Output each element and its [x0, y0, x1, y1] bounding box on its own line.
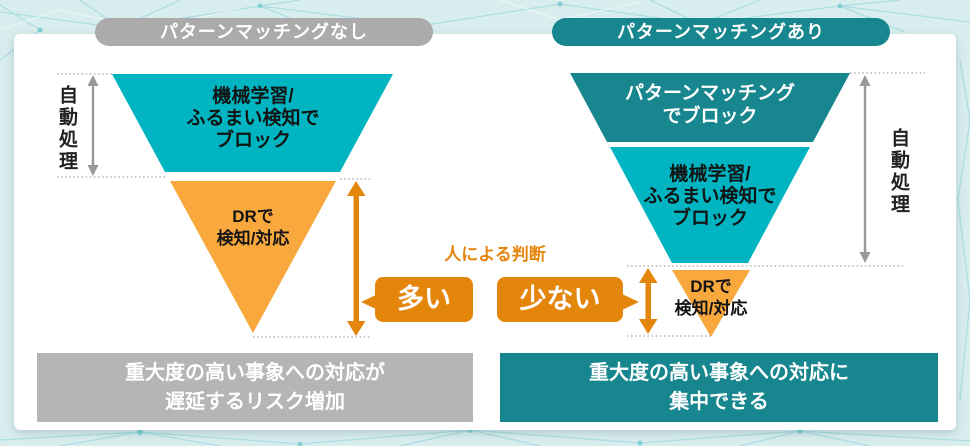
text-line: ブロック — [671, 208, 748, 229]
text-line: 重大度の高い事象への対応に — [589, 362, 849, 384]
text-line: DRで — [690, 277, 732, 296]
text-line: DRで — [232, 207, 274, 226]
left-auto-process-arrow — [87, 75, 99, 176]
right-auto-process-label: 自動処理 — [888, 128, 909, 216]
text-line: 検知/対応 — [674, 299, 748, 318]
few-box-tail — [622, 294, 639, 310]
text-line: ふるまい検知で — [643, 186, 777, 207]
text-line: ふるまい検知で — [186, 108, 320, 129]
right-volume-arrow — [639, 268, 658, 334]
left-volume-arrow — [347, 181, 366, 336]
human-judgement-label: 人による判断 — [444, 245, 546, 264]
few-amount-badge: 少ない — [497, 277, 623, 322]
left-funnel-stage1-label: 機械学習/ ふるまい検知で ブロック — [153, 86, 353, 152]
right-funnel-stage2-label: 機械学習/ ふるまい検知で ブロック — [610, 164, 810, 230]
right-header-pill: パターンマッチングあり — [552, 18, 890, 46]
right-funnel-stage3-label: DRで 検知/対応 — [651, 276, 771, 320]
text-line: 機械学習/ — [669, 164, 751, 185]
left-auto-process-label: 自動処理 — [56, 85, 77, 173]
text-line: 集中できる — [669, 391, 769, 413]
left-funnel-stage1-shape — [112, 74, 393, 172]
left-funnel-stage2-shape — [170, 181, 336, 333]
right-auto-process-arrow — [859, 75, 871, 263]
text-line: ブロック — [214, 130, 291, 151]
text-line: 遅延するリスク増加 — [165, 391, 345, 413]
text-line: パターンマッチング — [624, 83, 796, 104]
right-footer-bar: 重大度の高い事象への対応に 集中できる — [500, 353, 938, 422]
right-funnel-stage1-label: パターンマッチング でブロック — [610, 82, 810, 128]
text-line: 検知/対応 — [216, 229, 290, 248]
right-funnel-stage3-shape — [672, 270, 750, 337]
left-footer-bar: 重大度の高い事象への対応が 遅延するリスク増加 — [37, 353, 473, 422]
many-box-tail — [361, 294, 378, 310]
left-funnel-stage2-label: DRで 検知/対応 — [193, 206, 313, 250]
dotted-guide-lines — [57, 72, 925, 338]
text-line: 重大度の高い事象への対応が — [125, 362, 385, 384]
many-amount-badge: 多い — [375, 277, 473, 322]
left-header-pill: パターンマッチングなし — [95, 18, 433, 46]
text-line: でブロック — [662, 106, 758, 127]
text-line: 機械学習/ — [212, 86, 294, 107]
right-funnel-stage1-shape — [570, 73, 850, 142]
right-funnel-stage2-shape — [610, 147, 810, 263]
